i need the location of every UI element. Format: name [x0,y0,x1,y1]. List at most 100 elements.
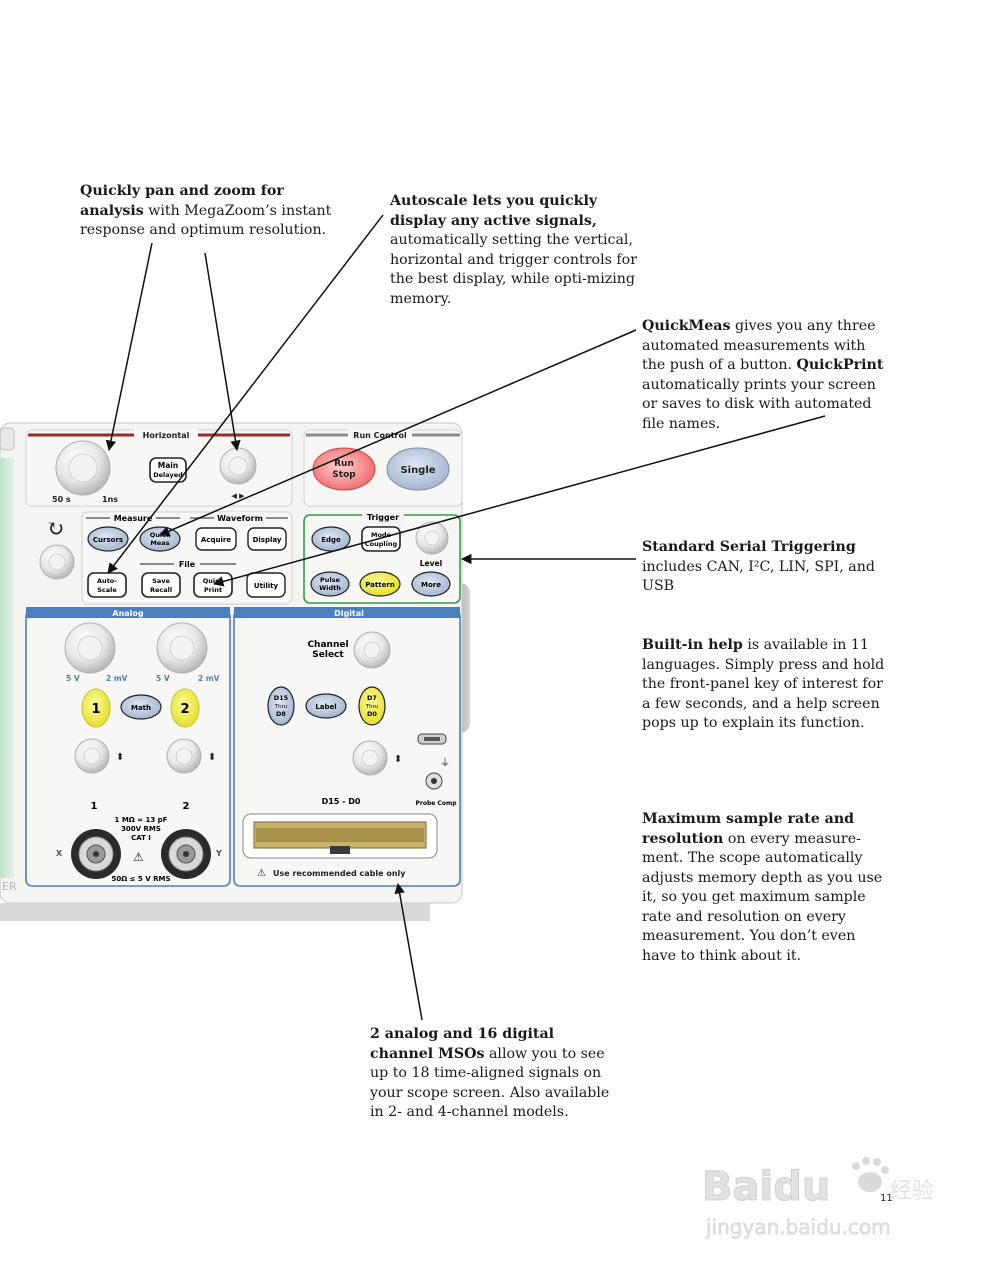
recall-label: Recall [150,586,172,594]
stop-label: Stop [332,470,356,480]
annotation-quickprint-bold: QuickPrint [796,357,884,373]
ch2-volts-label: 5 V [156,674,170,683]
probe-comp-label: Probe Comp [415,800,457,807]
bnc-connector-1[interactable] [71,829,121,879]
input-spec-3: CAT Ⅰ [131,834,151,842]
horizontal-max-label: 1ns [102,495,118,504]
oscilloscope-front-panel: ER Horizontal 50 s 1ns Main Delayed ◀ ▶ … [0,422,470,921]
bnc-connector-2[interactable] [161,829,211,879]
pulse-label: Pulse [320,576,340,584]
ground-icon: ⏚ [440,757,450,769]
run-control-title: Run Control [353,431,407,440]
measure-title: Measure [114,514,153,523]
d15-d8-button[interactable] [267,686,295,726]
ch2-position-arrows: ⬍ [208,752,216,763]
annotation-sample: Maximum sample rate and resolution on ev… [642,810,892,966]
annotation-quickmeas-text: gives you any three automated measuremen… [642,318,876,373]
annotation-help: Built-in help is available in 11 languag… [642,636,892,734]
paw-icon [852,1157,889,1192]
channel-1-label: 1 [91,702,100,717]
annotation-autoscale-bold: Autoscale lets you quickly display any a… [390,193,598,229]
undo-icon: ↻ [46,517,64,542]
x-label: X [56,849,63,858]
channel-2-button[interactable] [170,688,200,728]
save-label: Save [152,577,170,585]
cursors-label: Cursors [93,536,123,544]
annotation-serial: Standard Serial Triggering includes CAN,… [642,538,882,597]
delayed-label: Delayed [153,471,183,479]
annotation-sample-bold: Maximum sample rate and resolution [642,811,855,847]
annotation-quickprint-text: automatically prints your screen or save… [642,376,876,432]
annotation-msos: 2 analog and 16 digital channel MSOs all… [370,1025,615,1123]
position-arrows: ◀ ▶ [232,492,246,500]
channel-1-button[interactable] [81,688,111,728]
run-stop-button[interactable] [312,447,376,491]
annotation-serial-bold: Standard Serial Triggering [642,539,856,555]
d7-thru-label: Thru [365,704,379,710]
digital-position-arrows: ⬍ [394,754,402,765]
digital-probe-connector[interactable] [242,813,438,859]
annotation-help-bold: Built-in help [642,637,743,653]
trigger-title: Trigger [367,513,399,522]
quick-label: Quick [150,531,171,539]
annotation-quickmeas: QuickMeas gives you any three automated … [642,317,892,434]
digital-range-label: D15 - D0 [322,797,361,806]
annotation-sample-text: on every measure-ment. The scope automat… [642,830,883,964]
print-quick-label: Quick [203,577,224,585]
watermark-logo-cn: 经验 [890,1179,934,1204]
acquire-label: Acquire [201,536,231,544]
horizontal-min-label: 50 s [52,495,71,504]
annotation-pan-zoom: Quickly pan and zoom for analysis with M… [80,182,350,241]
cable-warning-icon: ⚠ [257,868,266,879]
d0-label: D0 [367,710,377,718]
annotation-autoscale-text: automatically setting the vertical, hori… [390,232,637,307]
y-label: Y [215,849,222,858]
ch2-mv-label: 2 mV [198,674,220,683]
d7-d0-button[interactable] [358,686,386,726]
input-1-number: 1 [91,801,98,812]
analog-title: Analog [112,609,144,618]
label-button[interactable] [305,693,347,719]
horizontal-title: Horizontal [143,431,190,440]
waveform-title: Waveform [217,514,263,523]
level-label: Level [420,559,442,568]
auto-scale-button[interactable] [87,572,127,598]
annotation-quickmeas-bold: QuickMeas [642,318,731,334]
annotation-serial-text: includes CAN, I²C, LIN, SPI, and USB [642,558,875,595]
input-spec-1: 1 MΩ ≈ 13 pF [115,816,168,824]
channel-select-label-bottom: Select [312,650,344,660]
ch1-volts-label: 5 V [66,674,80,683]
watermark-url: jingyan.baidu.com [705,1215,891,1239]
file-title: File [179,560,196,569]
annotation-msos-bold: 2 analog and 16 digital channel MSOs [370,1026,555,1062]
display-label: Display [253,536,282,544]
watermark: Baidu 经验 jingyan.baidu.com [702,1157,934,1239]
auto-label: Auto- [97,577,117,585]
annotation-pan-zoom-bold: Quickly pan and zoom for analysis [80,183,284,219]
pattern-label: Pattern [365,581,395,589]
main-label: Main [158,461,178,470]
screen-edge [0,458,14,878]
label-label: Label [315,703,336,711]
digital-title: Digital [334,609,364,618]
channel-2-label: 2 [180,702,189,717]
mode-label: Mode [371,531,392,539]
measure-waveform-file-section: Measure Waveform Cursors Quick Meas Acqu… [81,511,293,605]
horizontal-section: Horizontal 50 s 1ns Main Delayed ◀ ▶ [25,429,293,507]
input-spec-2: 300V RMS [121,825,161,833]
annotation-help-text: is available in 11 languages. Simply pre… [642,637,885,731]
scale-label: Scale [97,586,117,594]
ch1-mv-label: 2 mV [106,674,128,683]
run-label: Run [334,459,354,469]
d8-label: D8 [276,710,286,718]
warning-icon: ⚠ [133,850,144,864]
utility-label: Utility [254,582,279,590]
channel-select-label-top: Channel [307,640,348,650]
meas-label: Meas [150,539,169,547]
more-label: More [421,581,441,589]
d15-label: D15 [274,694,289,702]
run-control-section: Run Control Run Stop Single [303,429,463,507]
annotation-autoscale: Autoscale lets you quickly display any a… [390,192,640,309]
d7-label: D7 [367,694,377,702]
math-button[interactable] [120,694,162,720]
